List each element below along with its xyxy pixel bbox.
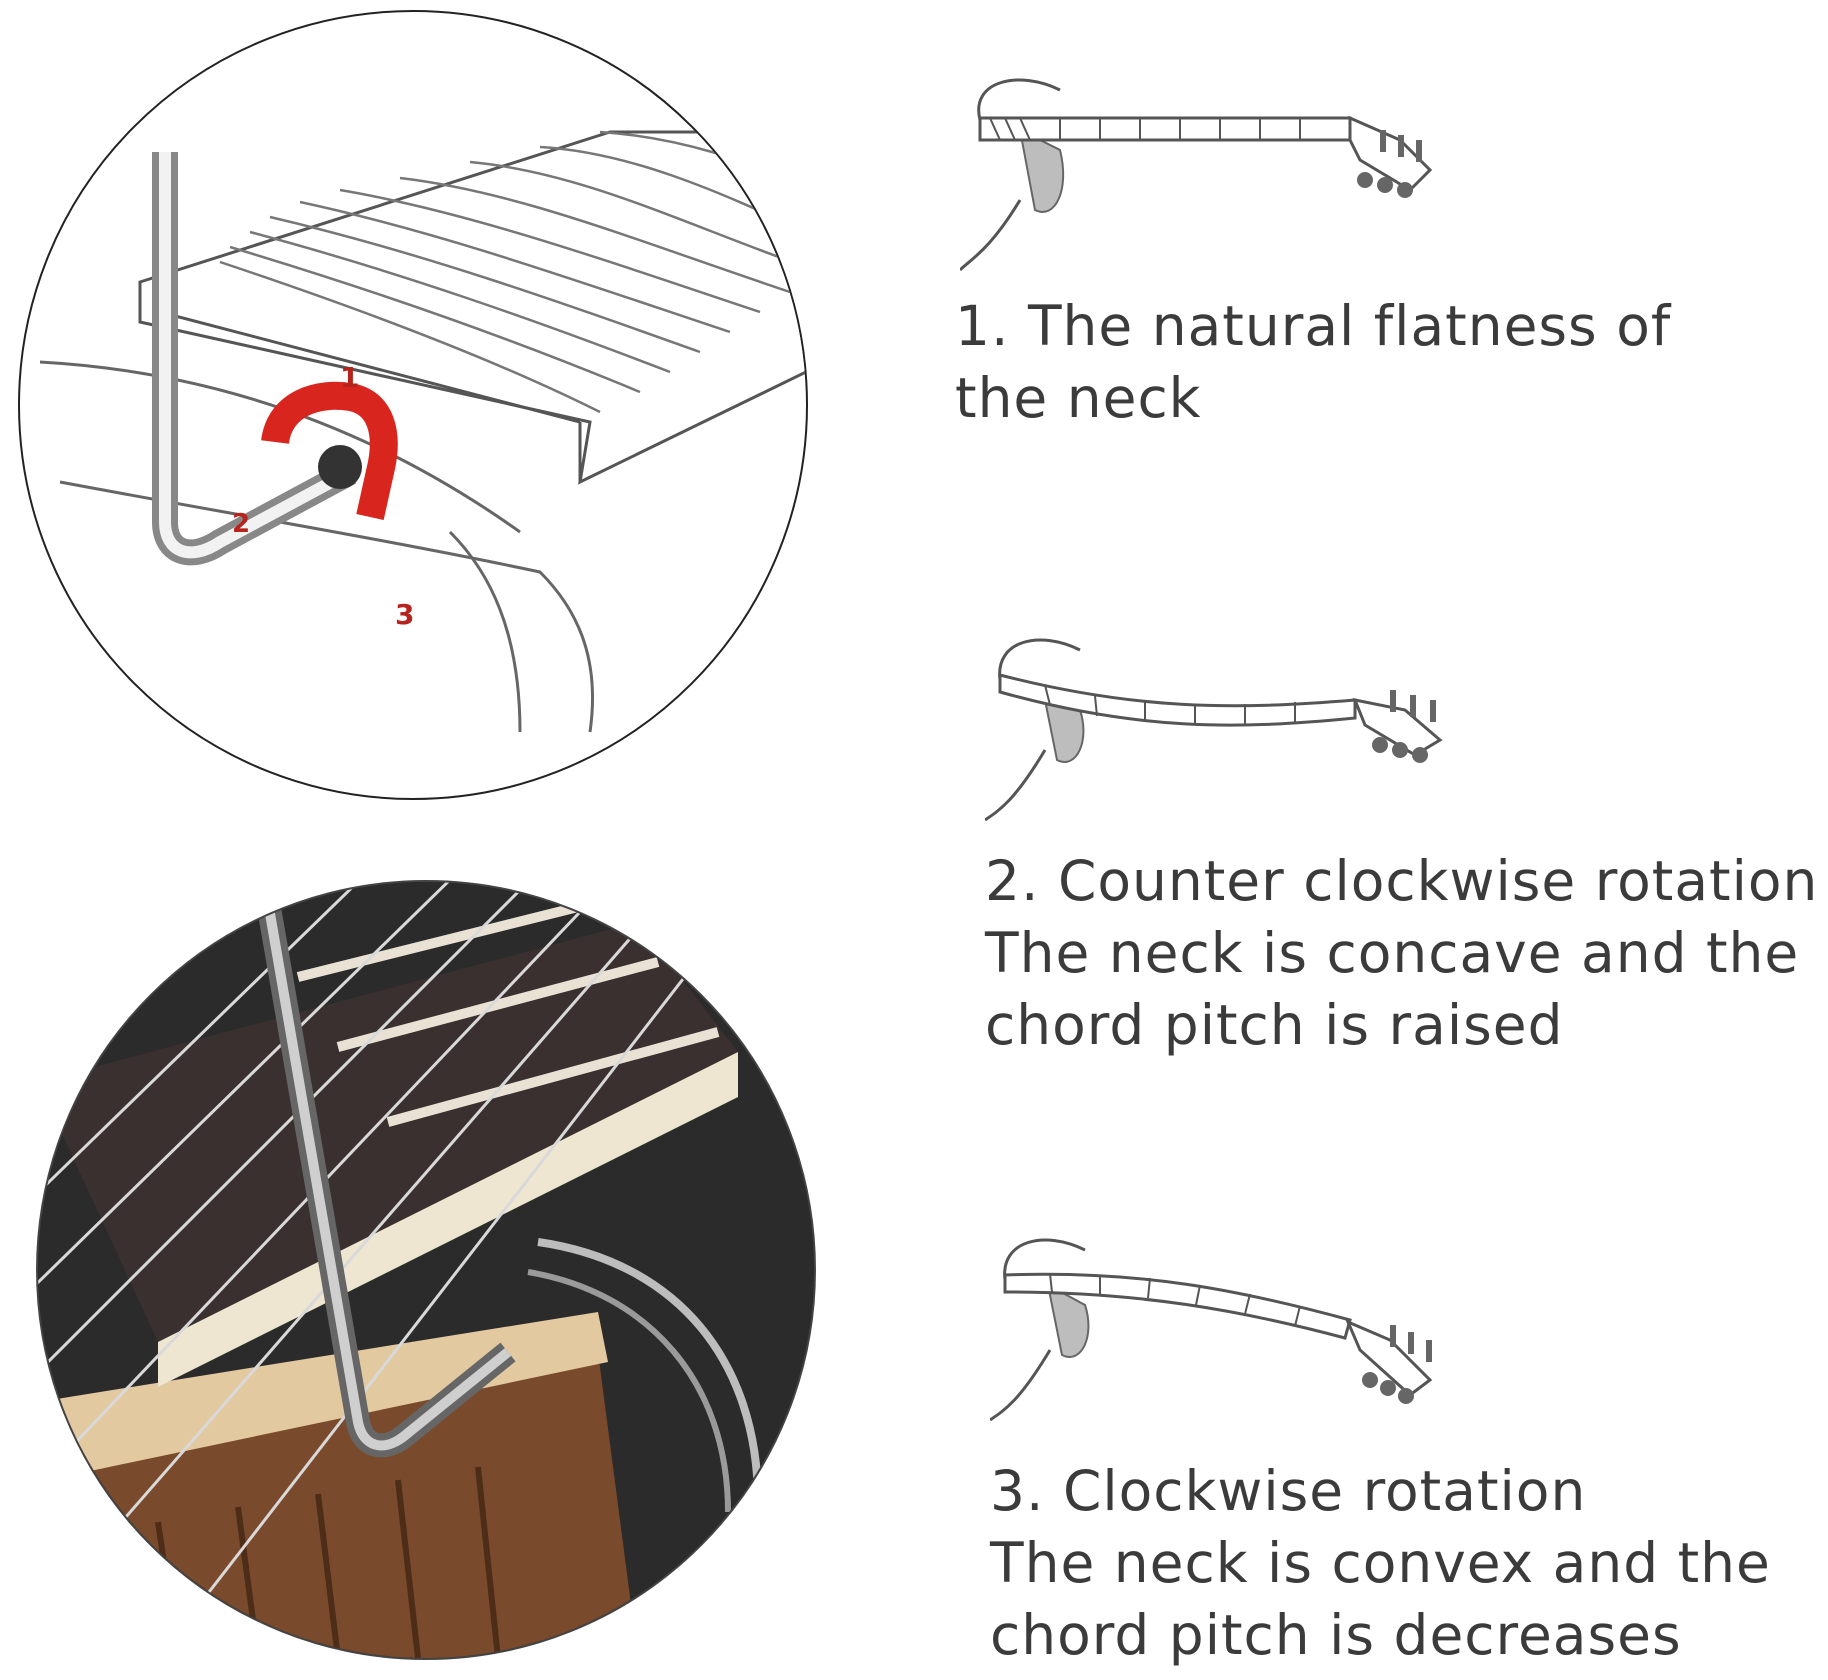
step-2-line-1: 2. Counter clockwise rotation: [985, 849, 1819, 913]
step-1-line-2: the neck: [955, 366, 1202, 430]
truss-rod-illustration: 1 2 3: [39, 130, 806, 733]
neck-diagram-convex: [989, 1230, 1470, 1434]
step-2-caption: 2. Counter clockwise rotation The neck i…: [985, 845, 1818, 1061]
step-1-caption: 1. The natural flatness of the neck: [955, 290, 1671, 434]
soundhole-photo-illustration: [38, 882, 814, 1658]
step-3-line-2: The neck is convex and the: [990, 1531, 1771, 1595]
rotation-mark-1: 1: [340, 361, 359, 394]
step-3-caption: 3. Clockwise rotation The neck is convex…: [990, 1455, 1771, 1671]
soundhole-photo: [36, 880, 816, 1660]
neck-diagram-flat: [958, 60, 1440, 284]
step-2-line-3: chord pitch is raised: [985, 993, 1564, 1057]
rotation-mark-3: 3: [395, 598, 414, 631]
neck-diagram-concave: [984, 630, 1465, 834]
step-1-line-1: 1. The natural flatness of: [955, 294, 1672, 358]
rotation-mark-2: 2: [232, 509, 250, 539]
step-3-line-1: 3. Clockwise rotation: [990, 1459, 1587, 1523]
step-3-line-3: chord pitch is decreases: [990, 1603, 1682, 1667]
step-2-line-2: The neck is concave and the: [985, 921, 1800, 985]
truss-rod-drawing: 1 2 3: [18, 10, 808, 800]
